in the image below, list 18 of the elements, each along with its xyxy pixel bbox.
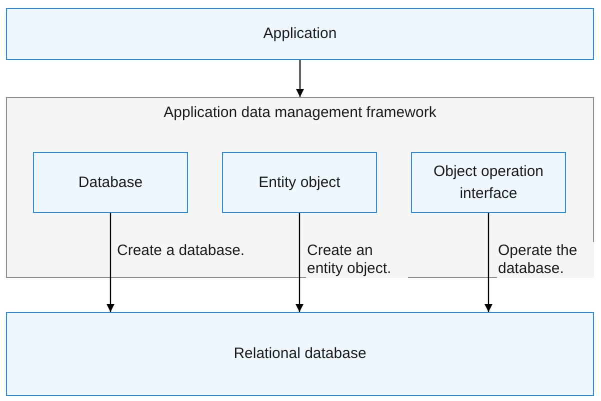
arrow (106, 213, 114, 312)
node-text: Application data management framework (162, 103, 438, 123)
process-box (6, 8, 594, 60)
process-box (411, 152, 566, 213)
edge-label: Operate the database. (497, 242, 594, 278)
framework-panel (6, 97, 594, 278)
node-text: Database (77, 172, 144, 192)
arrow (484, 213, 492, 312)
node-text: Entity object (258, 172, 342, 192)
edge-label: Create an entity object. (306, 242, 408, 278)
arrow (296, 60, 304, 97)
arrow (296, 213, 304, 312)
process-box (222, 152, 377, 213)
node-text: Relational database (232, 344, 368, 364)
node-text: Application (262, 24, 338, 44)
process-box (6, 312, 594, 396)
process-box (33, 152, 188, 213)
node-text: Object operation interface (432, 162, 545, 204)
